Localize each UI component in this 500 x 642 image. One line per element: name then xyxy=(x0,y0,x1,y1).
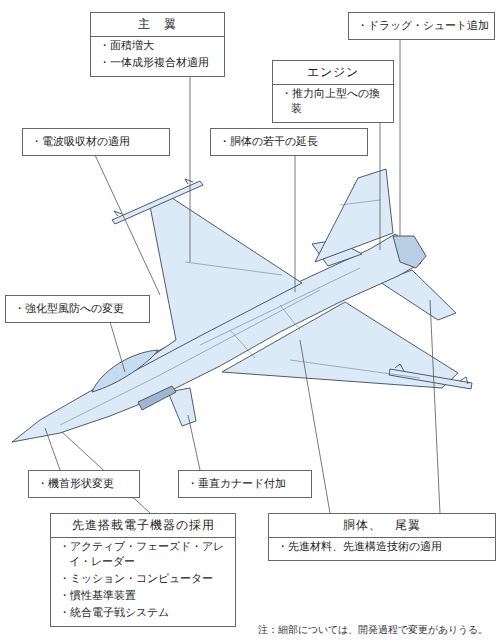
callout-heading: 胴体、 尾翼 xyxy=(269,514,495,538)
callout-heading: 主 翼 xyxy=(91,13,224,37)
callout-item: ・一体成形複合材適用 xyxy=(91,54,224,76)
panel-line xyxy=(280,305,300,330)
leader-line xyxy=(188,415,200,470)
leader-line xyxy=(380,110,381,250)
panel-line xyxy=(340,200,380,205)
panel-line xyxy=(185,262,282,275)
callout-item: ・先進材料、先進構造技術の適用 xyxy=(269,538,495,560)
callout-table: 主 翼・面積増大・一体成形複合材適用 xyxy=(90,12,225,77)
missile-fin xyxy=(114,211,122,216)
callout-item: ・強化型風防への変更 xyxy=(6,296,149,322)
leader-line xyxy=(190,75,191,262)
missile-fin xyxy=(185,179,193,184)
leader-line xyxy=(110,322,125,372)
callout-item: ・ドラッグ・シュート追加 xyxy=(349,13,494,39)
callout-item: ・統合電子戦システム xyxy=(51,604,235,626)
leader-line xyxy=(295,155,296,292)
callout-item: ・アクティブ・フェーズド・アレイ・レーダー xyxy=(51,538,235,570)
callout-box: ・機首形状変更 xyxy=(28,470,140,498)
callout-item: ・胴体の若干の延長 xyxy=(211,129,367,155)
callout-table: 先進搭載電子機器の採用・アクティブ・フェーズド・アレイ・レーダー・ミッション・コ… xyxy=(50,513,236,627)
callout-item: ・慣性基準装置 xyxy=(51,587,235,604)
note-text: 注：細部については、開発過程で変更がありうる。 xyxy=(258,624,488,637)
callout-box: ・垂直カナード付加 xyxy=(178,470,312,498)
callout-item: ・ミッション・コンピューター xyxy=(51,570,235,587)
leader-line xyxy=(45,428,60,470)
callout-item: ・垂直カナード付加 xyxy=(179,471,311,497)
callout-heading: 先進搭載電子機器の採用 xyxy=(51,514,235,538)
panel-line xyxy=(230,330,255,358)
vertical-tail xyxy=(315,169,393,262)
callout-heading: エンジン xyxy=(273,61,393,85)
panel-line xyxy=(290,360,420,378)
callout-table: エンジン・推力向上型への換装 xyxy=(272,60,394,123)
engine-nozzle xyxy=(393,236,426,268)
missile-fin xyxy=(395,364,404,371)
callout-box: ・強化型風防への変更 xyxy=(5,295,150,323)
air-intake xyxy=(138,386,176,410)
leader-line xyxy=(95,155,160,295)
callout-item: ・機首形状変更 xyxy=(29,471,139,497)
missile xyxy=(389,369,472,389)
leader-line xyxy=(430,300,440,513)
missile xyxy=(112,181,203,224)
panel-line xyxy=(200,268,360,345)
callout-item: ・面積増大 xyxy=(91,37,224,54)
callout-item: ・電波吸収材の適用 xyxy=(23,129,169,155)
missile-fin xyxy=(460,377,468,384)
callout-box: ・胴体の若干の延長 xyxy=(210,128,368,156)
callout-item: ・推力向上型への換装 xyxy=(273,85,393,122)
callout-box: ・ドラッグ・シュート追加 xyxy=(348,12,495,40)
callout-table: 胴体、 尾翼・先進材料、先進構造技術の適用 xyxy=(268,513,496,561)
leader-line xyxy=(400,36,401,236)
callout-box: ・電波吸収材の適用 xyxy=(22,128,170,156)
